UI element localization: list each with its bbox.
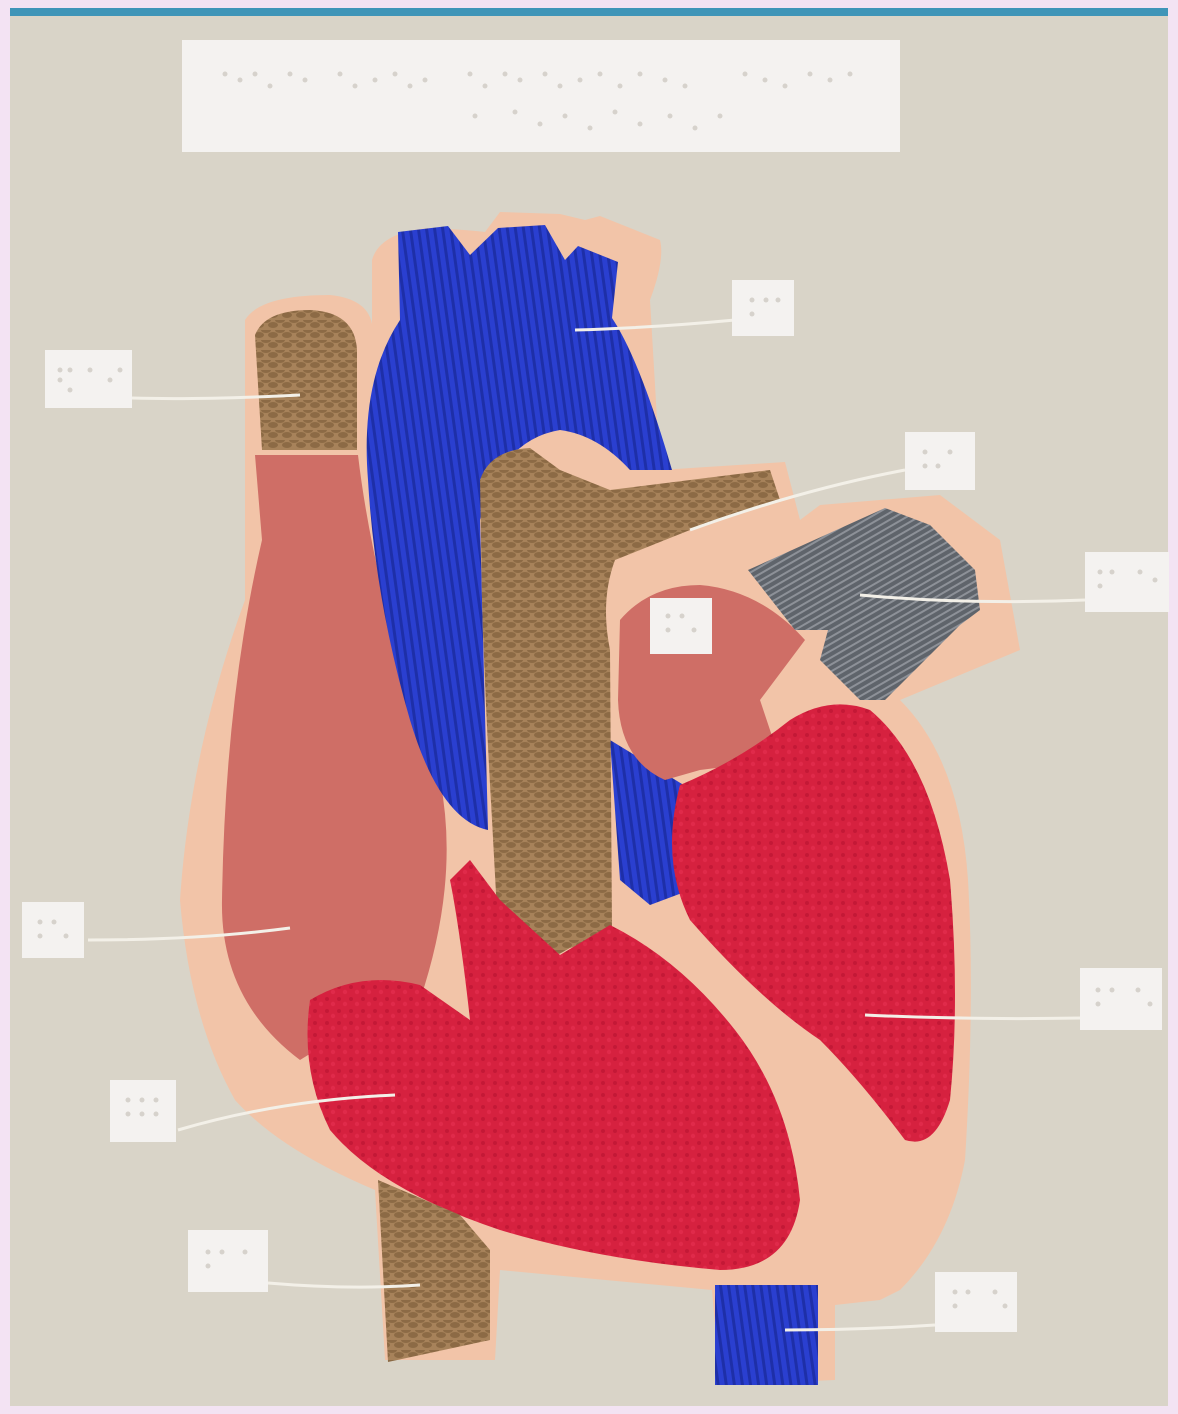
braille-card-4	[1085, 552, 1169, 612]
braille-card-3	[905, 432, 975, 490]
braille-card-7	[1080, 968, 1162, 1030]
superior-vena-cava-tan	[255, 310, 357, 450]
braille-card-1	[45, 350, 132, 408]
braille-card-5	[650, 598, 712, 654]
braille-card-8	[110, 1080, 176, 1142]
braille-card-6	[22, 902, 84, 958]
braille-card-2	[732, 280, 794, 336]
braille-title-strip	[182, 40, 900, 152]
top-blue-strip	[10, 8, 1168, 16]
descending-aorta-blue	[715, 1285, 818, 1385]
braille-card-9	[188, 1230, 268, 1292]
braille-card-10	[935, 1272, 1017, 1332]
